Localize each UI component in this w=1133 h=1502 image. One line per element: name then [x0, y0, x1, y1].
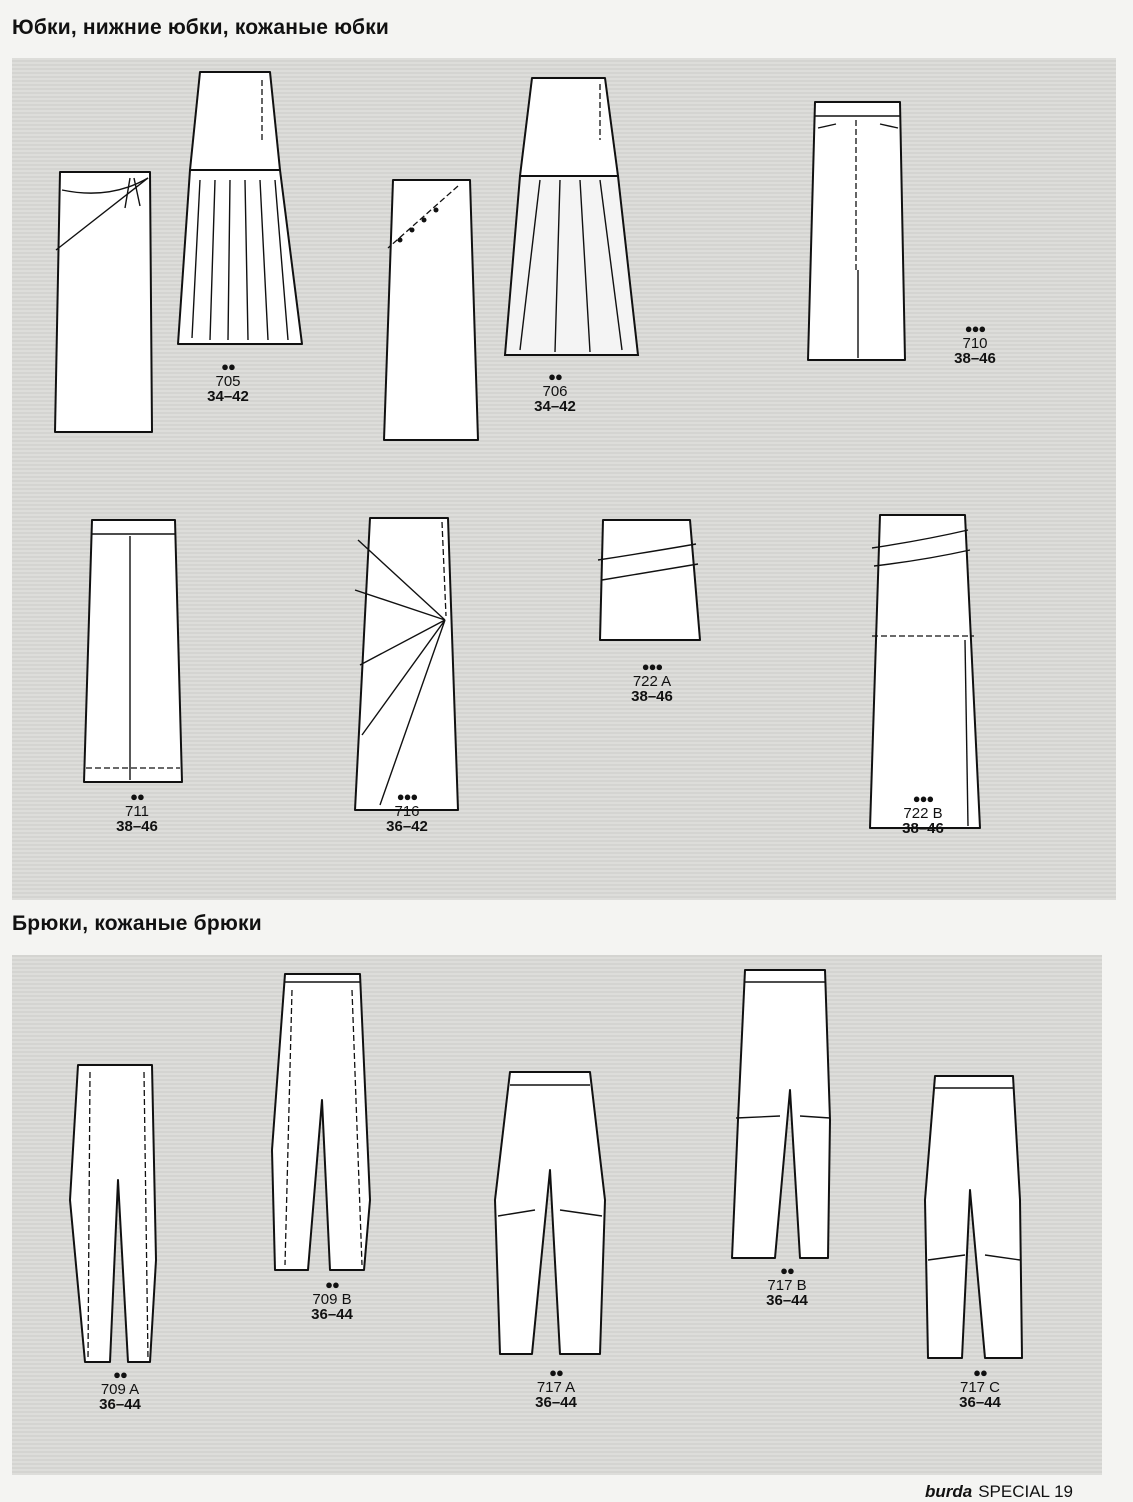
size-range: 38–46	[954, 350, 996, 368]
skirt-722b-drawing	[869, 514, 981, 829]
size-range: 36–44	[535, 1394, 577, 1412]
model-number: 722 A	[632, 672, 672, 690]
model-706-label: ●● 706 34–42	[510, 370, 600, 415]
difficulty-dots: ●●	[221, 359, 236, 374]
model-number: 716	[394, 802, 420, 820]
trousers-709a-drawing	[69, 1064, 157, 1363]
skirt-705-tiered-drawing	[177, 71, 303, 345]
trousers-709b-drawing	[271, 973, 371, 1271]
difficulty-dots: ●●	[548, 369, 563, 384]
skirt-705-wrap-drawing	[54, 171, 153, 433]
model-717a-label: ●● 717 A 36–44	[511, 1366, 601, 1411]
size-range: 36–44	[959, 1394, 1001, 1412]
difficulty-dots: ●●	[973, 1365, 988, 1380]
model-number: 709 B	[312, 1290, 352, 1308]
model-number: 722 B	[903, 804, 943, 822]
model-717c-label: ●● 717 C 36–44	[935, 1366, 1025, 1411]
trousers-717b-drawing	[731, 969, 831, 1259]
skirt-716-drawing	[354, 517, 459, 811]
model-number: 706	[542, 382, 568, 400]
model-711-label: ●● 711 38–46	[92, 790, 182, 835]
difficulty-dots: ●●	[113, 1367, 128, 1382]
size-range: 36–44	[99, 1396, 141, 1414]
skirt-706-tiered-drawing	[503, 77, 640, 356]
size-range: 36–42	[386, 818, 428, 836]
model-709b-label: ●● 709 B 36–44	[287, 1278, 377, 1323]
size-range: 36–44	[766, 1292, 808, 1310]
model-705-label: ●● 705 34–42	[183, 360, 273, 405]
size-range: 38–46	[631, 688, 673, 706]
footer-text: SPECIAL 19	[978, 1482, 1073, 1501]
brand-name: burda	[924, 1482, 973, 1501]
model-number: 717 A	[536, 1378, 576, 1396]
trousers-section-heading: Брюки, кожаные брюки	[12, 912, 262, 935]
difficulty-dots: ●●●	[641, 659, 664, 674]
size-range: 38–46	[116, 818, 158, 836]
model-number: 711	[125, 802, 149, 820]
model-722a-label: ●●● 722 A 38–46	[607, 660, 697, 705]
size-range: 34–42	[534, 398, 576, 416]
difficulty-dots: ●●	[325, 1277, 340, 1292]
model-710-label: ●●● 710 38–46	[930, 322, 1020, 367]
skirt-710-drawing	[807, 101, 906, 361]
difficulty-dots: ●●●	[964, 321, 987, 336]
size-range: 34–42	[207, 388, 249, 406]
model-722b-label: ●●● 722 B 38–46	[878, 792, 968, 837]
model-number: 705	[215, 372, 241, 390]
skirt-722a-drawing	[597, 519, 701, 641]
model-number: 710	[962, 334, 988, 352]
model-709a-label: ●● 709 A 36–44	[75, 1368, 165, 1413]
difficulty-dots: ●●●	[912, 791, 935, 806]
difficulty-dots: ●●	[780, 1263, 795, 1278]
difficulty-dots: ●●	[130, 789, 145, 804]
model-number: 717 B	[767, 1276, 807, 1294]
difficulty-dots: ●●	[549, 1365, 564, 1380]
model-number: 709 A	[100, 1380, 140, 1398]
skirt-706-buttoned-drawing	[383, 179, 479, 441]
trousers-717c-drawing	[924, 1075, 1023, 1359]
model-717b-label: ●● 717 B 36–44	[742, 1264, 832, 1309]
page-footer: burda SPECIAL 19	[925, 1482, 1073, 1502]
trousers-717a-drawing	[494, 1071, 606, 1355]
skirts-section-heading: Юбки, нижние юбки, кожаные юбки	[12, 16, 390, 39]
model-number: 717 C	[959, 1378, 1001, 1396]
size-range: 36–44	[311, 1306, 353, 1324]
size-range: 38–46	[902, 820, 944, 838]
model-716-label: ●●● 716 36–42	[362, 790, 452, 835]
difficulty-dots: ●●●	[396, 789, 419, 804]
skirt-711-drawing	[83, 519, 183, 783]
